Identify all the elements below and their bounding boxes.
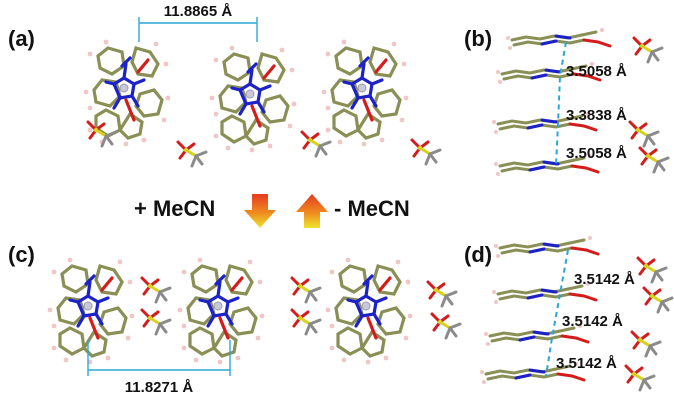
counterion <box>140 308 172 336</box>
counterion <box>176 140 208 168</box>
counterion <box>426 280 458 308</box>
counterion <box>624 364 656 392</box>
remove-mecn-label: - MeCN <box>334 196 410 221</box>
counterion <box>430 312 462 340</box>
counterion <box>86 120 118 148</box>
panel-d-structure <box>478 234 674 392</box>
arrow-up-icon <box>296 194 328 228</box>
add-mecn-label: + MeCN <box>134 196 215 221</box>
distance-label-a: 11.8865 Å <box>164 3 233 20</box>
dimension-line-a <box>138 17 258 42</box>
panel-label-b: (b) <box>464 26 492 51</box>
molecule-complex <box>176 256 266 366</box>
panel-b-structure <box>490 26 670 178</box>
counterion <box>290 276 322 304</box>
distance-label-b3: 3.5058 Å <box>566 145 627 162</box>
stacked-molecule <box>504 26 612 52</box>
distance-label-d1: 3.5142 Å <box>574 271 635 288</box>
distance-label-d2: 3.5142 Å <box>562 313 623 330</box>
molecule-complex <box>324 256 414 366</box>
molecule-complex <box>208 43 298 154</box>
molecule-complex <box>45 256 136 366</box>
molecule-complex <box>320 37 410 148</box>
distance-label-b2: 3.3838 Å <box>566 107 627 124</box>
panel-c-structure <box>45 256 462 366</box>
panel-label-c: (c) <box>8 242 35 267</box>
panel-a-structure <box>81 37 442 168</box>
counterion <box>636 256 668 284</box>
distance-label-b1: 3.5058 Å <box>566 63 627 80</box>
distance-label-d3: 3.5142 Å <box>556 355 617 372</box>
counterion <box>628 120 660 148</box>
panel-label-d: (d) <box>464 242 492 267</box>
counterion <box>410 138 442 166</box>
panel-label-a: (a) <box>8 26 35 51</box>
counterion <box>630 330 662 358</box>
counterion <box>290 308 322 336</box>
counterion <box>638 146 670 174</box>
stacked-molecule <box>492 234 600 260</box>
distance-label-c: 11.8271 Å <box>125 379 194 396</box>
counterion <box>140 276 172 304</box>
dimension-line-c <box>87 340 231 376</box>
counterion <box>300 130 332 158</box>
counterion <box>642 286 674 314</box>
arrow-down-icon <box>244 194 276 228</box>
counterion <box>632 36 664 64</box>
